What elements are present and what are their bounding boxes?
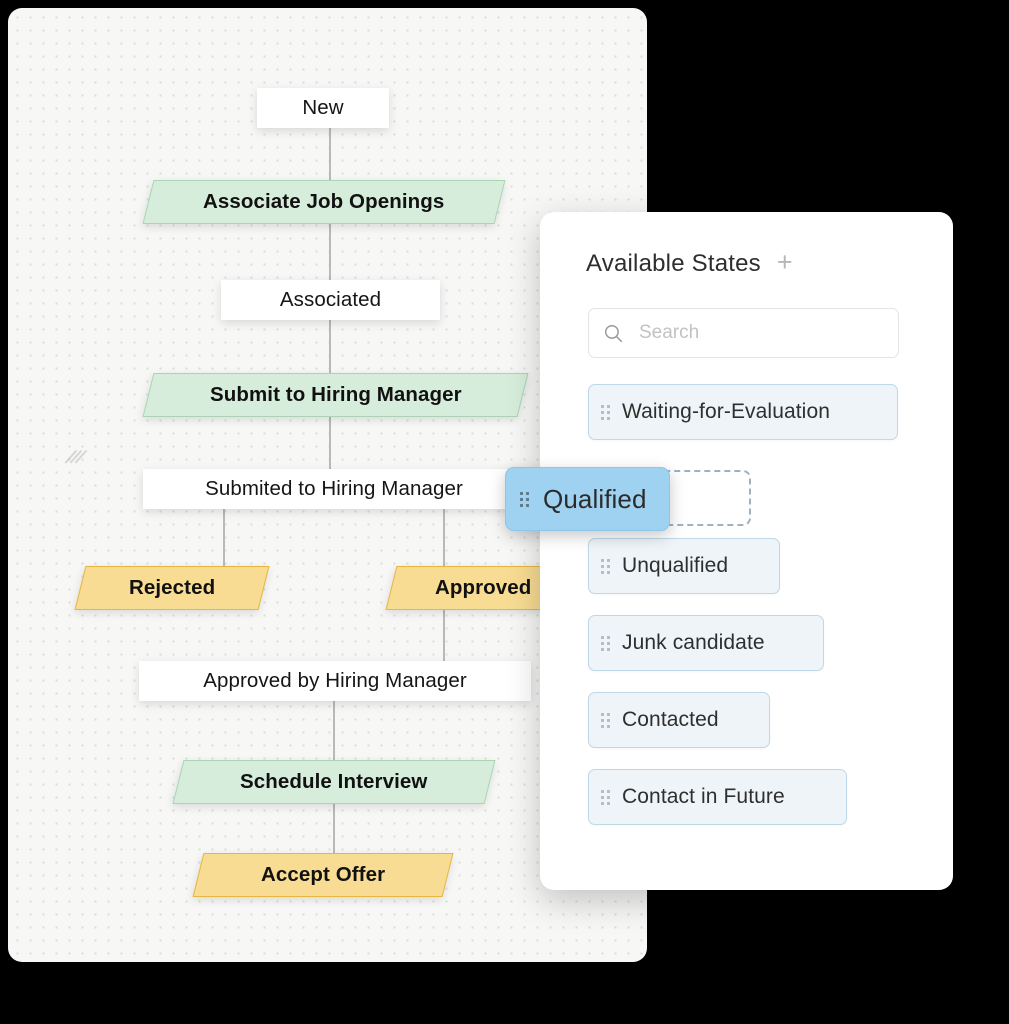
transition-label: Rejected bbox=[128, 575, 216, 599]
chip-label: Contacted bbox=[622, 708, 719, 731]
connector-line bbox=[443, 608, 445, 661]
panel-header: Available States + bbox=[586, 247, 793, 278]
state-label: Submited to Hiring Manager bbox=[205, 476, 463, 500]
transition-node[interactable]: Rejected bbox=[74, 566, 270, 610]
connector-line bbox=[223, 509, 225, 566]
transition-label: Approved bbox=[434, 575, 532, 599]
transition-label: Schedule Interview bbox=[240, 769, 428, 793]
state-node[interactable]: New bbox=[257, 88, 389, 128]
transition-node[interactable]: Associate Job Openings bbox=[142, 180, 506, 224]
drag-handle-icon[interactable] bbox=[601, 789, 610, 805]
chip-label: Contact in Future bbox=[622, 785, 785, 808]
page-title: Available States bbox=[586, 250, 761, 277]
state-node[interactable]: Approved by Hiring Manager bbox=[139, 661, 531, 701]
resize-grip-icon[interactable] bbox=[64, 445, 88, 467]
chip-label: Unqualified bbox=[622, 554, 729, 577]
state-chip[interactable]: Contact in Future bbox=[588, 769, 847, 825]
connector-line bbox=[443, 509, 445, 566]
connector-line bbox=[333, 802, 335, 853]
connector-line bbox=[329, 415, 331, 469]
state-chip[interactable]: Junk candidate bbox=[588, 615, 824, 671]
transition-label: Associate Job Openings bbox=[203, 189, 445, 213]
drag-handle-icon[interactable] bbox=[601, 558, 610, 574]
state-chip[interactable]: Waiting-for-Evaluation bbox=[588, 384, 898, 440]
search-input[interactable] bbox=[637, 321, 884, 345]
plus-icon[interactable]: + bbox=[776, 247, 793, 277]
available-states-panel: Available States + Waiting-for-Evaluatio… bbox=[540, 212, 953, 890]
chip-label: Junk candidate bbox=[622, 631, 765, 654]
connector-line bbox=[329, 222, 331, 280]
state-node[interactable]: Associated bbox=[221, 280, 440, 320]
state-node[interactable]: Submited to Hiring Manager bbox=[143, 469, 525, 509]
dragged-state-chip[interactable]: Qualified bbox=[505, 467, 670, 531]
chip-label: Waiting-for-Evaluation bbox=[622, 400, 831, 423]
state-label: New bbox=[302, 95, 344, 119]
chip-label: Qualified bbox=[543, 483, 647, 514]
transition-node[interactable]: Accept Offer bbox=[192, 853, 454, 897]
state-chip[interactable]: Unqualified bbox=[588, 538, 780, 594]
state-label: Associated bbox=[279, 287, 382, 311]
drag-handle-icon[interactable] bbox=[601, 712, 610, 728]
state-chip[interactable]: Contacted bbox=[588, 692, 770, 748]
drag-handle-icon[interactable] bbox=[601, 404, 610, 420]
transition-label: Accept Offer bbox=[260, 862, 386, 886]
search-icon bbox=[604, 324, 623, 342]
connector-line bbox=[329, 320, 331, 373]
transition-label: Submit to Hiring Manager bbox=[209, 382, 462, 406]
drag-handle-icon[interactable] bbox=[520, 491, 529, 507]
connector-line bbox=[333, 701, 335, 760]
search-field[interactable] bbox=[588, 308, 899, 358]
connector-line bbox=[329, 128, 331, 180]
transition-node[interactable]: Schedule Interview bbox=[172, 760, 496, 804]
transition-node[interactable]: Submit to Hiring Manager bbox=[142, 373, 529, 417]
state-label: Approved by Hiring Manager bbox=[203, 668, 467, 692]
drag-handle-icon[interactable] bbox=[601, 635, 610, 651]
